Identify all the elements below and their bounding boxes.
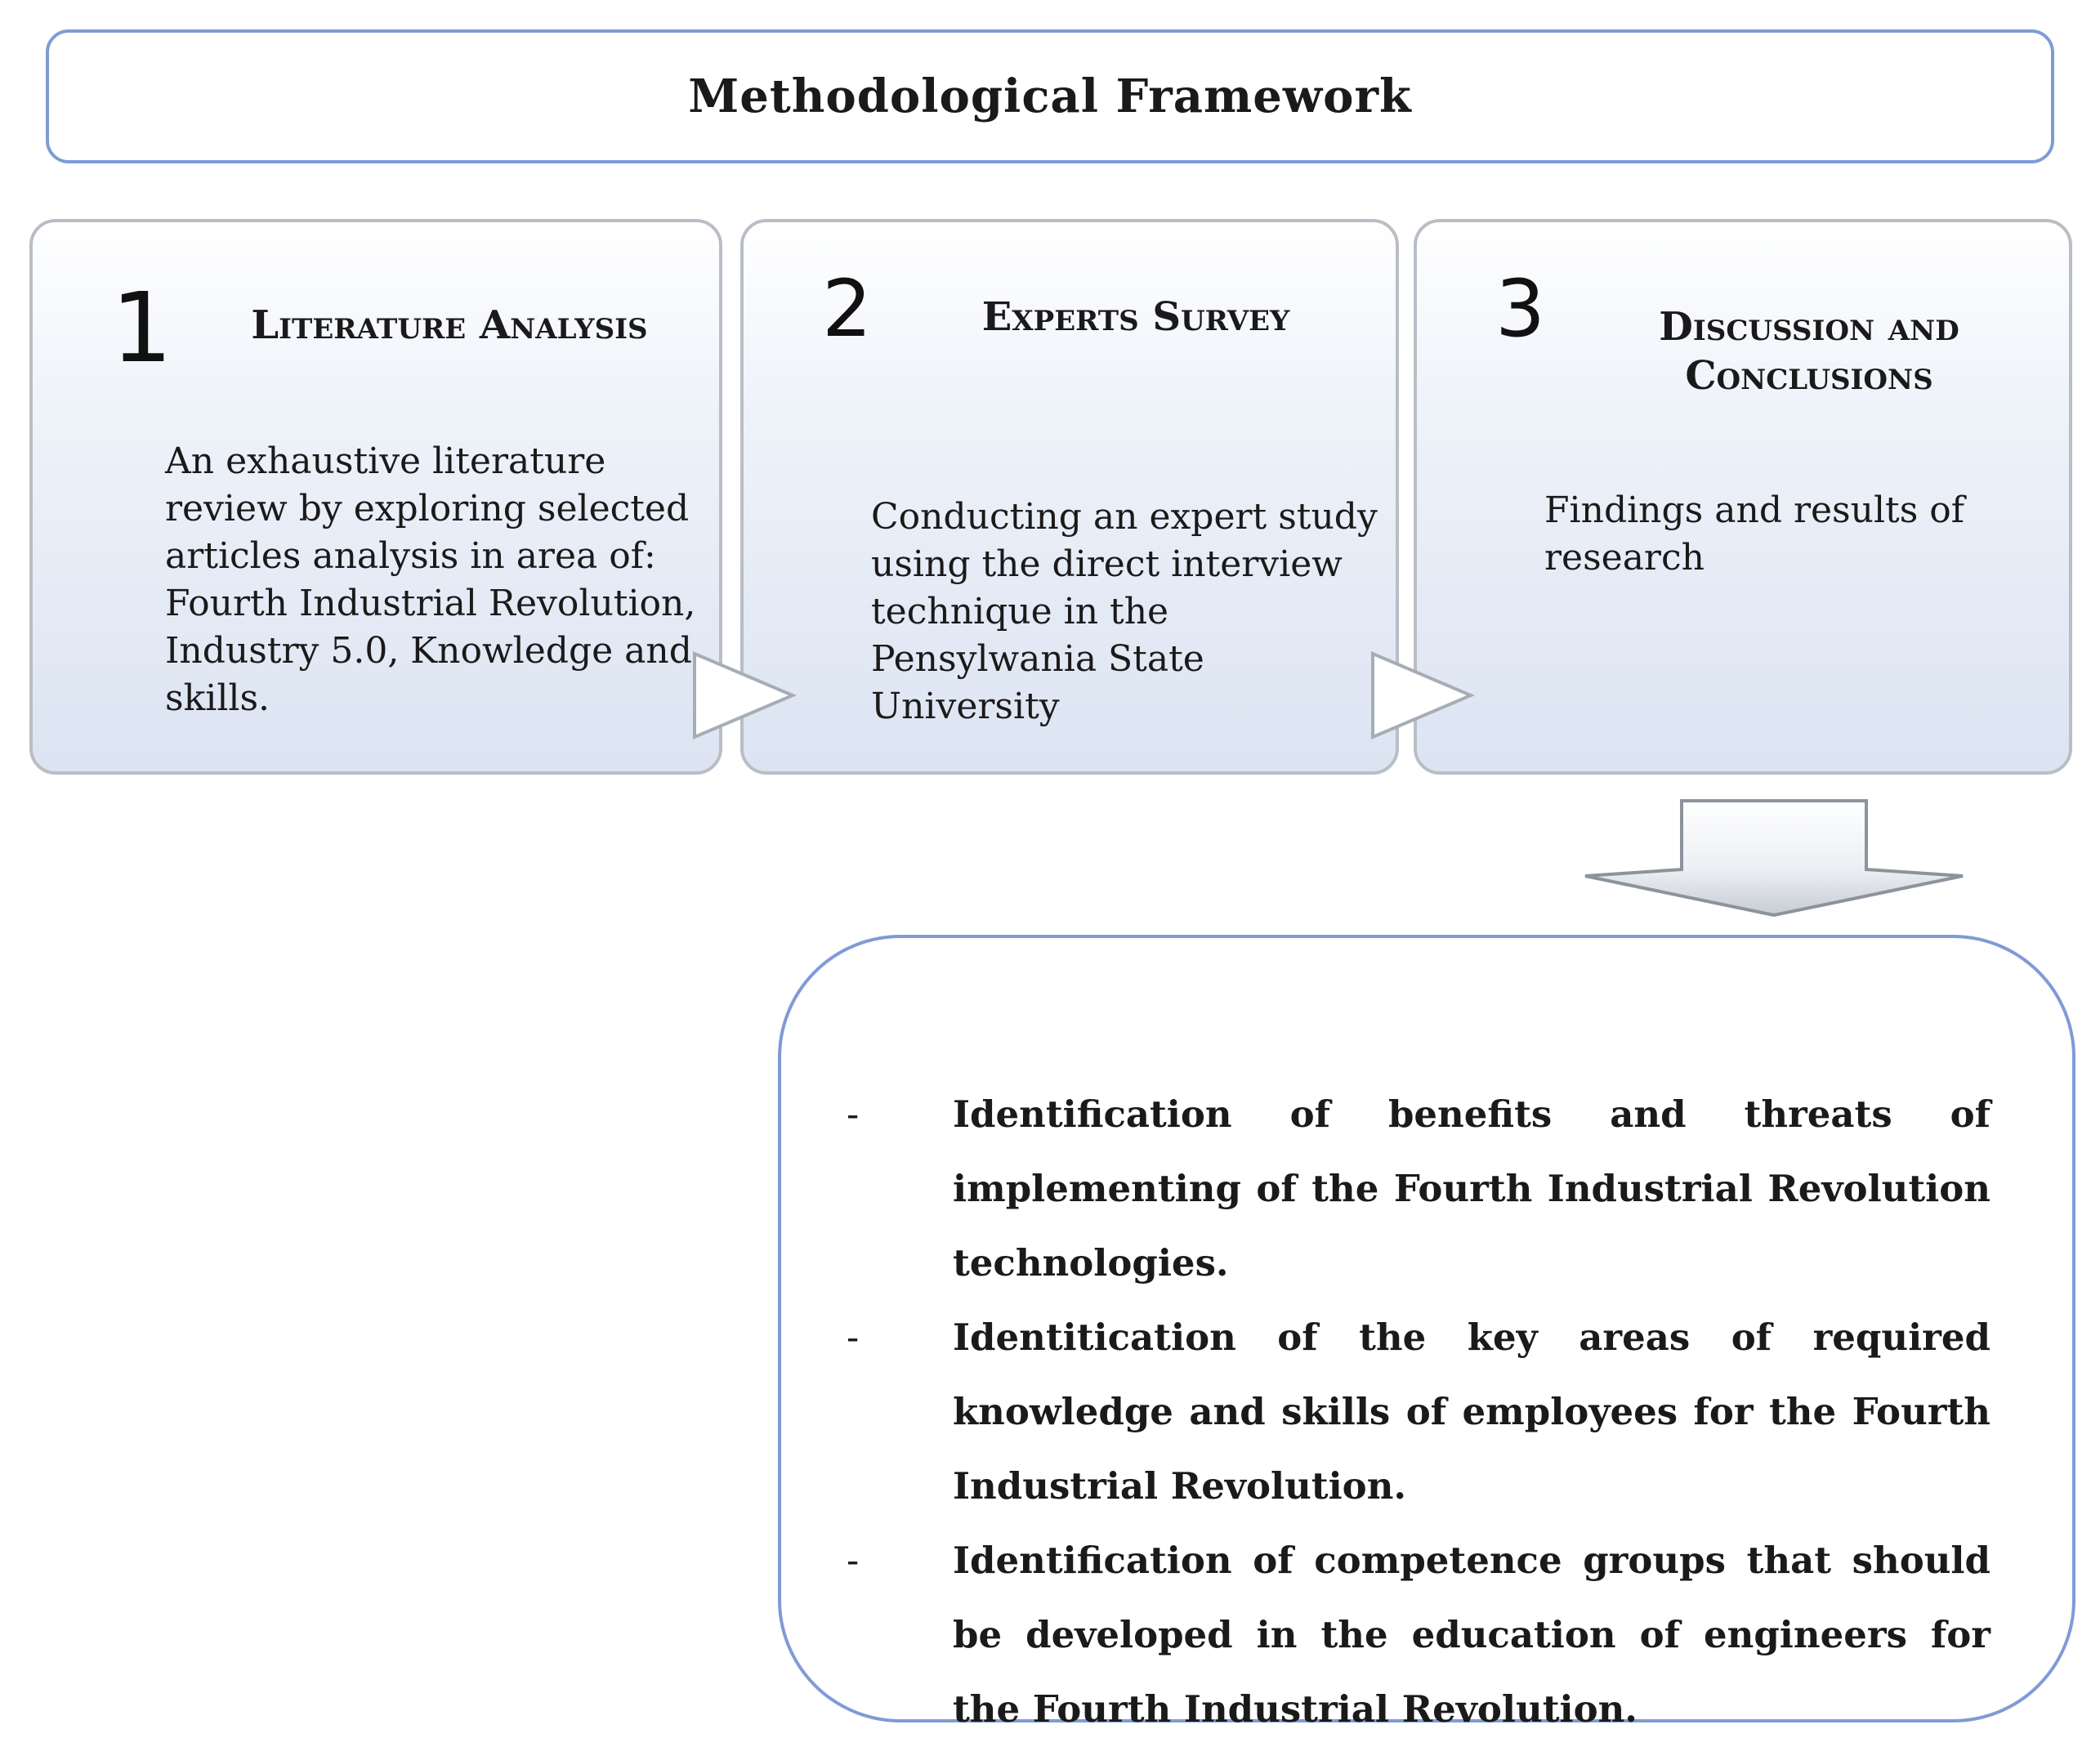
step-description: Conducting an expert study using the dir… xyxy=(871,496,1378,727)
framework-title-box: Methodological Framework xyxy=(46,29,2054,163)
step-heading: Discussion and Conclusions xyxy=(1659,304,1959,399)
bullet-dash: - xyxy=(847,1539,860,1582)
results-list: - Identification of benefits and threats… xyxy=(847,1077,1991,1746)
step-number: 1 xyxy=(111,271,173,384)
step-description: An exhaustive literature review by explo… xyxy=(165,440,696,719)
bullet-dash: - xyxy=(847,1316,860,1359)
step-description: Findings and results of research xyxy=(1544,489,1965,579)
step-box-literature-analysis: 1 Literature Analysis An exhaustive lite… xyxy=(29,219,722,775)
step-number: 2 xyxy=(822,263,873,355)
bullet-dash: - xyxy=(847,1092,860,1136)
step-box-experts-survey: 2 Experts Survey Conducting an expert st… xyxy=(740,219,1399,775)
result-text: Identitication of the key areas of requi… xyxy=(953,1316,1991,1508)
results-box: - Identification of benefits and threats… xyxy=(778,935,2075,1731)
list-item: - Identification of competence groups th… xyxy=(847,1523,1991,1746)
step-heading: Experts Survey xyxy=(981,294,1290,340)
chevron-right-icon xyxy=(693,650,798,740)
result-text: Identification of competence groups that… xyxy=(953,1539,1991,1731)
step-number: 3 xyxy=(1495,263,1546,355)
list-item: - Identitication of the key areas of req… xyxy=(847,1300,1991,1523)
result-text: Identification of benefits and threats o… xyxy=(953,1092,1991,1285)
list-item: - Identification of benefits and threats… xyxy=(847,1077,1991,1300)
arrow-down-icon xyxy=(1584,799,1964,918)
step-box-discussion-conclusions: 3 Discussion and Conclusions Findings an… xyxy=(1414,219,2072,775)
framework-title: Methodological Framework xyxy=(688,69,1412,123)
chevron-right-icon xyxy=(1371,650,1476,740)
step-heading: Literature Analysis xyxy=(251,302,648,348)
